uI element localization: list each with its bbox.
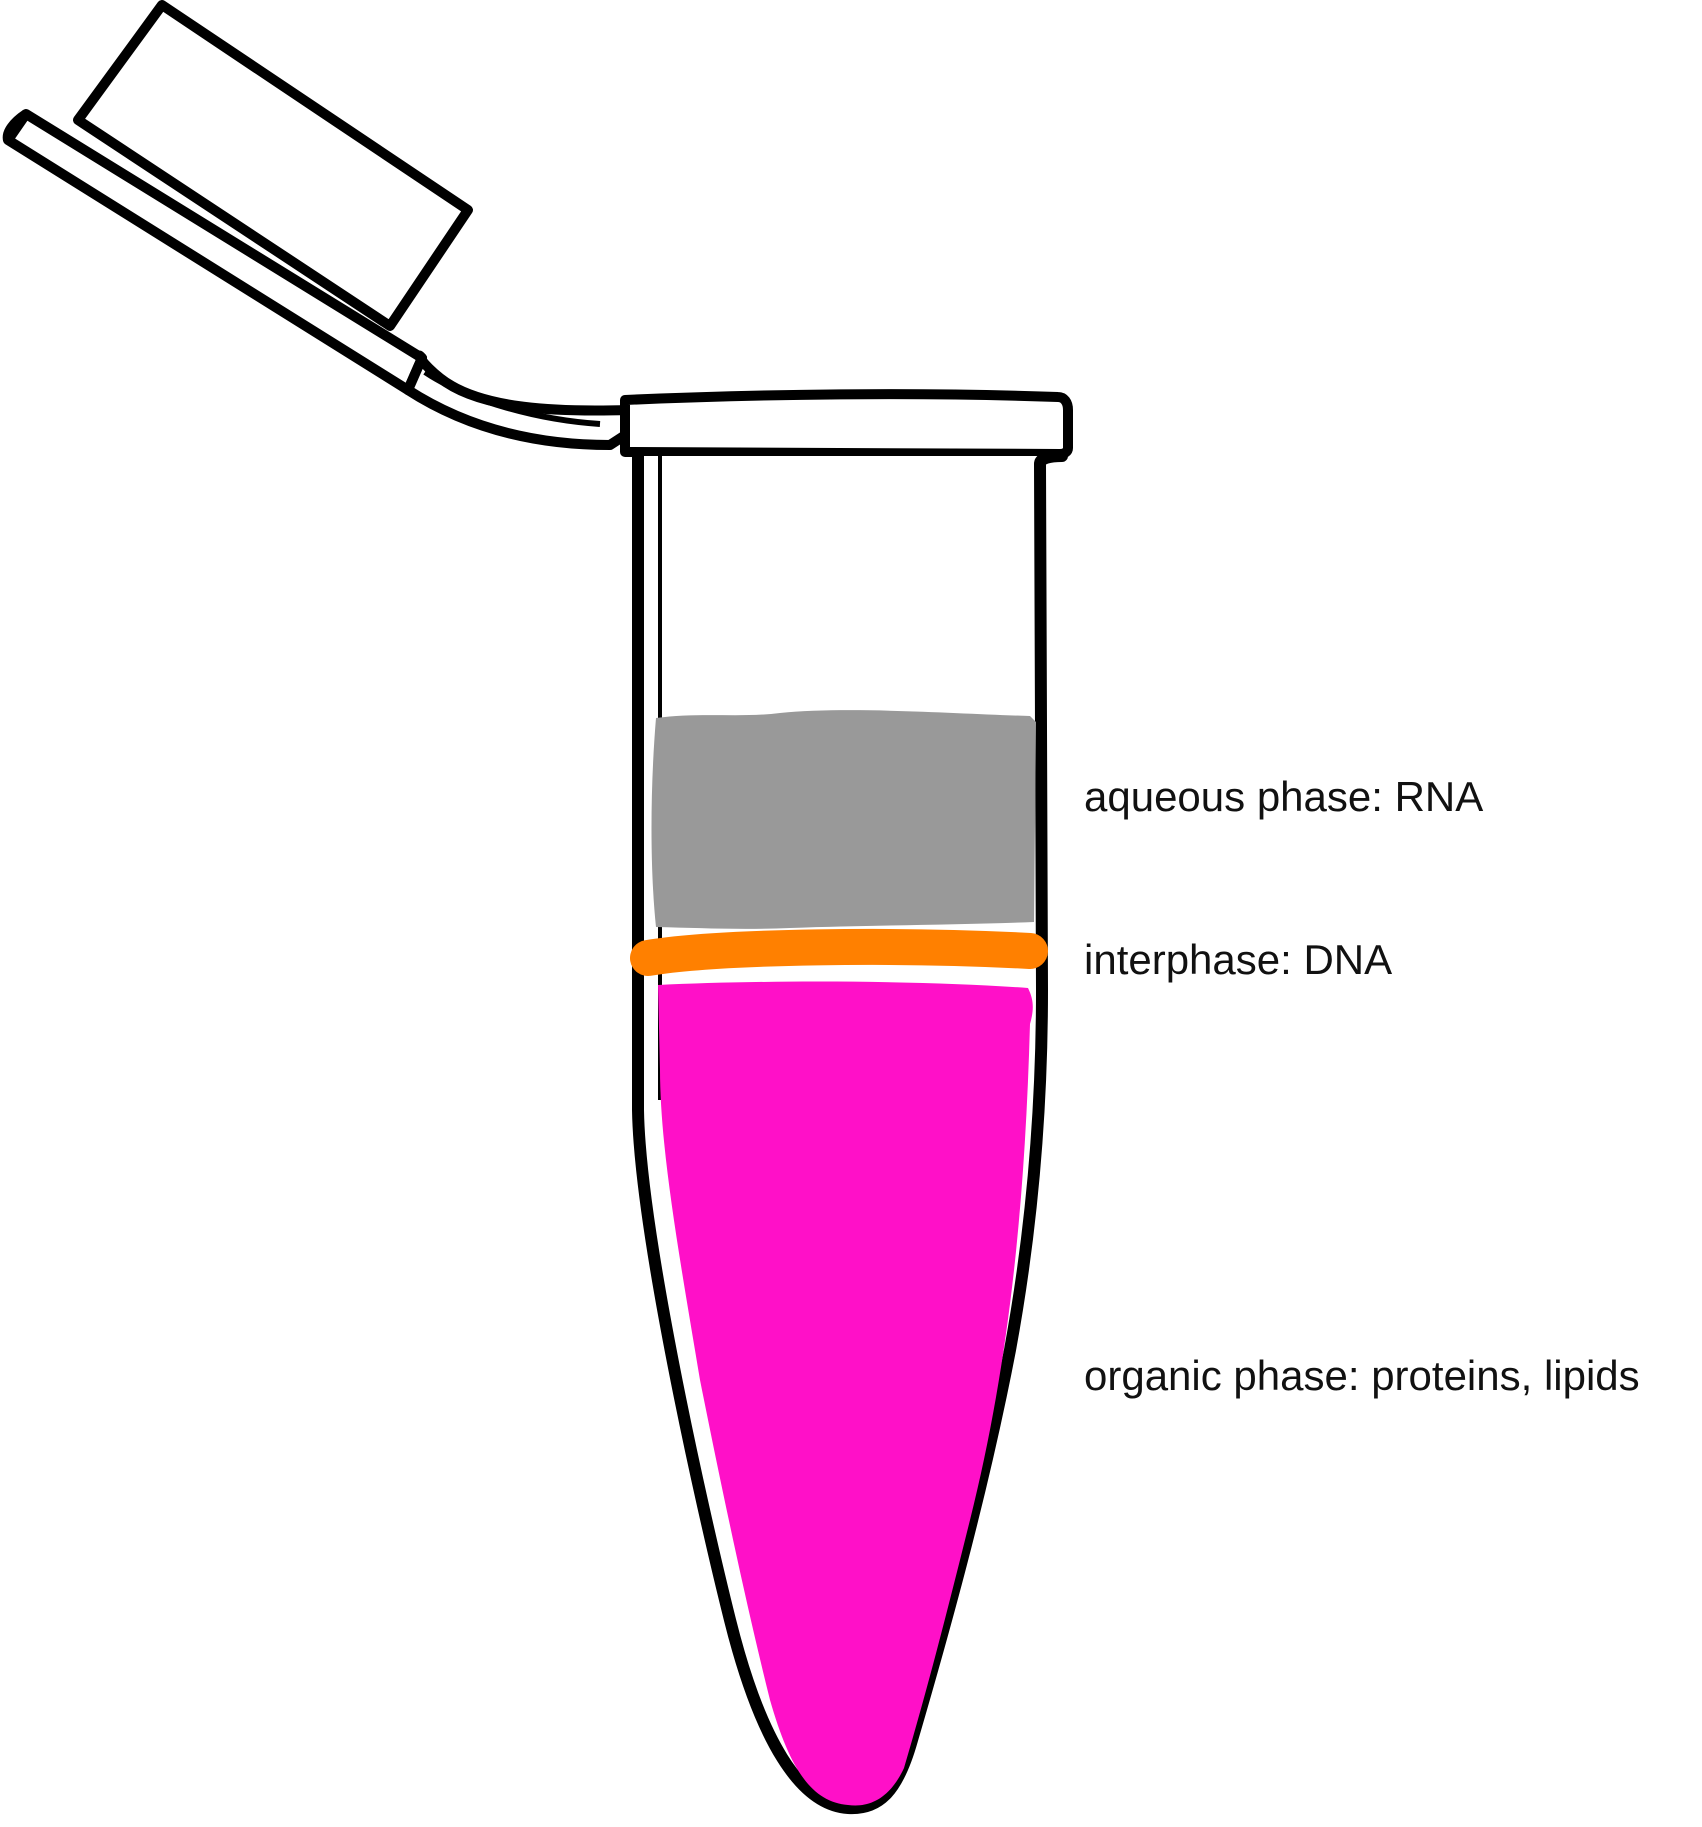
interphase-layer (630, 928, 1048, 976)
aqueous-phase-label: aqueous phase: RNA (1084, 773, 1484, 820)
tube-lid-icon (2, 0, 635, 450)
organic-phase-layer (658, 981, 1033, 1806)
organic-phase-label: organic phase: proteins, lipids (1084, 1352, 1640, 1399)
hinge-inner-line (423, 369, 601, 427)
lid-rim-edge (2, 109, 29, 142)
lid-cap (73, 0, 473, 331)
lid-hinge (403, 350, 635, 450)
interphase-label: interphase: DNA (1084, 936, 1393, 983)
aqueous-phase-layer (651, 710, 1036, 929)
tube-rim (620, 389, 1073, 459)
